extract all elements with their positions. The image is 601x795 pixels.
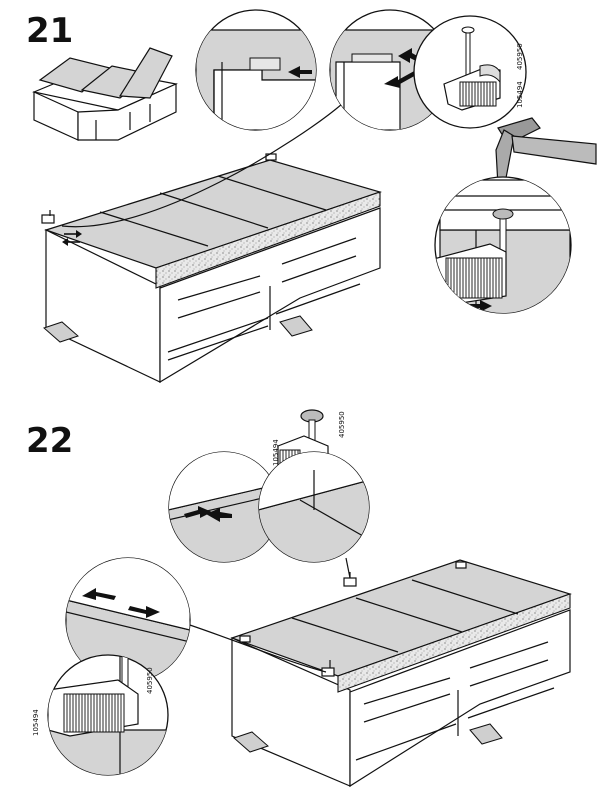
part-code: 105494 bbox=[516, 81, 524, 108]
part-code: 405950 bbox=[516, 43, 524, 70]
detail-circle-clip-part: 405950 105494 bbox=[413, 15, 527, 129]
part-code: 405950 bbox=[146, 667, 154, 694]
furniture-unit bbox=[41, 153, 382, 384]
part-code: 105494 bbox=[272, 439, 280, 466]
detail-circle-seam-arrows bbox=[168, 451, 280, 563]
detail-circle-corner-gap bbox=[195, 9, 317, 131]
step-number: 21 bbox=[26, 11, 73, 51]
alignment-arrows bbox=[62, 230, 82, 246]
step-number: 22 bbox=[26, 421, 73, 461]
leader-line bbox=[61, 103, 343, 228]
overview-sketch bbox=[31, 47, 178, 141]
part-code: 405950 bbox=[338, 411, 346, 438]
part-code: 105494 bbox=[32, 709, 40, 736]
step-22: 22 105494 405950 bbox=[26, 409, 572, 788]
leader-line bbox=[345, 557, 351, 579]
step-21: 21 bbox=[26, 9, 597, 384]
detail-circle-nailing bbox=[434, 176, 572, 314]
furniture-unit bbox=[230, 559, 572, 788]
hammer-icon bbox=[495, 117, 597, 188]
detail-circle-clip-position bbox=[258, 451, 370, 563]
